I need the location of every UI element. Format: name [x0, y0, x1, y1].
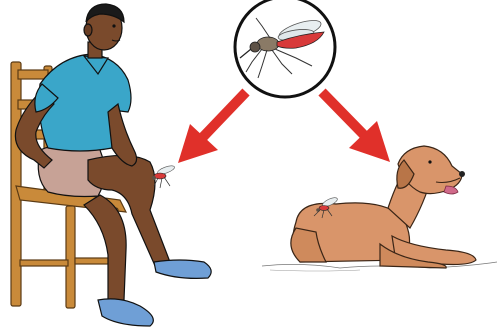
mosquito-circle — [235, 0, 335, 97]
slipper-right — [154, 260, 211, 278]
slipper-left — [98, 299, 153, 326]
arrow-to-man — [178, 92, 246, 163]
seated-man — [15, 4, 211, 326]
dog — [262, 146, 497, 271]
arrow-to-dog — [322, 92, 390, 162]
